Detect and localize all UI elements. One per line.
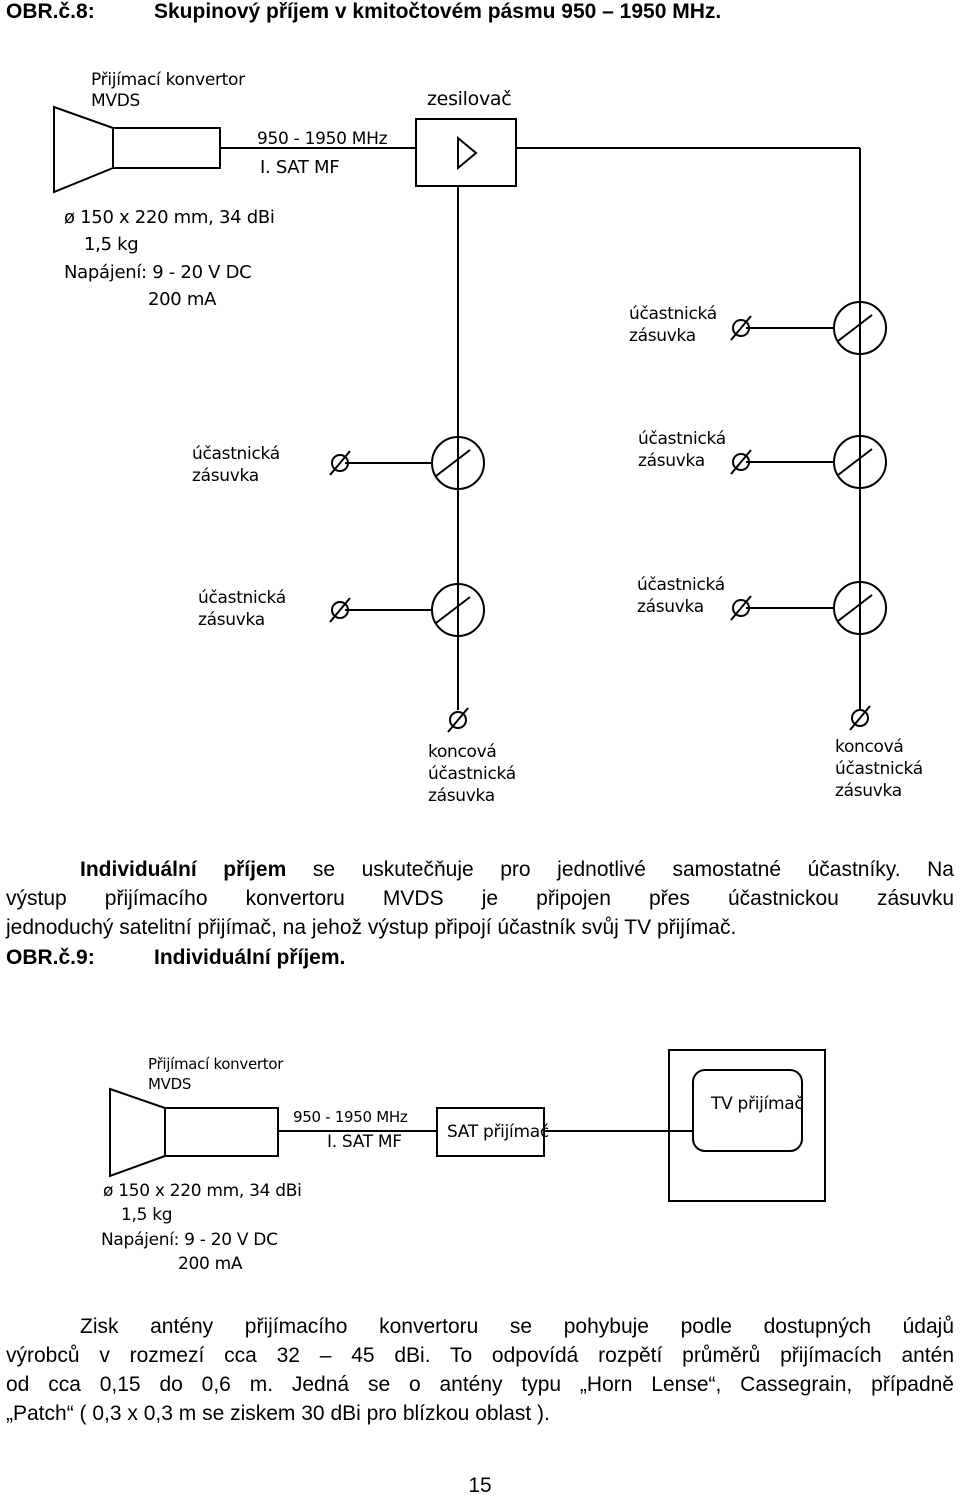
converter-label-line1: Přijímací konvertor <box>91 70 245 90</box>
fig9-if-label: I. SAT MF <box>327 1132 402 1152</box>
fig9-spec-current: 200 mA <box>178 1254 243 1274</box>
tap-left-2 <box>329 583 485 637</box>
fig9-spec-dimensions: ø 150 x 220 mm, 34 dBi <box>103 1181 302 1201</box>
paragraph1-line2: výstup přijímacího konvertoru MVDS je př… <box>6 887 954 910</box>
terminal-label-left-line3: zásuvka <box>428 786 495 806</box>
amplifier-box <box>415 118 517 187</box>
tap-right-3 <box>730 581 887 635</box>
outlet-label-r2-line2: zásuvka <box>638 451 705 471</box>
outlet-label-l1-line2: zásuvka <box>192 466 259 486</box>
terminal-label-right-line1: koncová <box>835 737 904 757</box>
fig9-sat-receiver-label: SAT přijímač <box>447 1122 549 1142</box>
tap-right-terminal <box>849 705 871 731</box>
tap-left-1 <box>329 436 485 490</box>
fig9-spec-weight: 1,5 kg <box>121 1205 173 1225</box>
figure8-number: OBR.č.8: <box>6 0 95 23</box>
fig9-spec-supply: Napájení: 9 - 20 V DC <box>101 1230 278 1250</box>
fig9-converter-label-line2: MVDS <box>148 1075 192 1093</box>
tap-right-2 <box>730 435 887 489</box>
spec-dimensions: ø 150 x 220 mm, 34 dBi <box>64 207 275 228</box>
outlet-icon <box>732 453 750 471</box>
spec-supply: Napájení: 9 - 20 V DC <box>64 262 252 283</box>
amplifier-label: zesilovač <box>427 88 512 110</box>
terminal-label-left-line2: účastnická <box>428 764 516 784</box>
figure9-number: OBR.č.9: <box>6 946 95 969</box>
outlet-label-r3-line2: zásuvka <box>637 597 704 617</box>
outlet-icon <box>732 599 750 617</box>
paragraph2-line3: od cca 0,15 do 0,6 m. Jedná se o antény … <box>6 1373 954 1396</box>
outlet-icon <box>732 319 750 337</box>
paragraph-individual-reception: Individuální příjem se uskutečňuje pro j… <box>6 855 954 942</box>
amplifier-triangle-icon <box>457 135 478 171</box>
if-label: I. SAT MF <box>260 157 340 178</box>
outlet-icon <box>331 601 349 619</box>
fig9-band-label: 950 - 1950 MHz <box>293 1108 408 1126</box>
paragraph2-line1: Zisk antény přijímacího konvertoru se po… <box>80 1315 954 1338</box>
outlet-label-l1-line1: účastnická <box>192 444 280 464</box>
converter-body <box>112 127 221 169</box>
paragraph1-line1-rest: se uskutečňuje pro jednotlivé samostatné… <box>312 858 954 881</box>
fig9-tv-receiver-label: TV přijímač <box>711 1094 804 1114</box>
terminal-label-left-line1: koncová <box>428 742 497 762</box>
paragraph1-line3: jednoduchý satelitní přijímač, na jehož … <box>6 916 737 939</box>
outlet-label-r1-line2: zásuvka <box>629 326 696 346</box>
outlet-label-l2-line1: účastnická <box>198 588 286 608</box>
spec-weight: 1,5 kg <box>84 234 139 255</box>
figure8-title: Skupinový příjem v kmitočtovém pásmu 950… <box>154 0 722 23</box>
converter-body <box>164 1107 279 1157</box>
paragraph-antenna-gain: Zisk antény přijímacího konvertoru se po… <box>6 1312 954 1428</box>
spec-current: 200 mA <box>148 289 217 310</box>
outlet-label-r1-line1: účastnická <box>629 304 717 324</box>
converter-label-line2: MVDS <box>91 91 140 111</box>
tv-screen <box>692 1069 803 1152</box>
horn-antenna-icon <box>109 1087 166 1178</box>
horn-antenna-icon <box>53 105 114 194</box>
band-label: 950 - 1950 MHz <box>257 129 388 149</box>
tap-right-1 <box>730 301 887 355</box>
outlet-icon <box>851 709 869 727</box>
paragraph1-line1: Individuální příjem se uskutečňuje pro j… <box>6 855 954 884</box>
terminal-label-right-line3: zásuvka <box>835 781 902 801</box>
outlet-label-r2-line1: účastnická <box>638 429 726 449</box>
outlet-label-l2-line2: zásuvka <box>198 610 265 630</box>
paragraph1-bold-lead: Individuální příjem <box>80 858 287 881</box>
terminal-label-right-line2: účastnická <box>835 759 923 779</box>
figure9-diagram <box>109 1049 826 1202</box>
figure9-title: Individuální příjem. <box>154 946 346 969</box>
fig9-converter-label-line1: Přijímací konvertor <box>148 1055 284 1073</box>
page-number: 15 <box>468 1474 492 1497</box>
outlet-label-r3-line1: účastnická <box>637 575 725 595</box>
paragraph2-line4: „Patch“ ( 0,3 x 0,3 m se ziskem 30 dBi p… <box>6 1402 550 1425</box>
outlet-icon <box>449 711 467 729</box>
tap-left-terminal <box>447 707 469 733</box>
paragraph2-line2: výrobců v rozmezí cca 32 – 45 dBi. To od… <box>6 1344 954 1367</box>
outlet-icon <box>331 454 349 472</box>
tv-outer-box <box>668 1049 826 1202</box>
